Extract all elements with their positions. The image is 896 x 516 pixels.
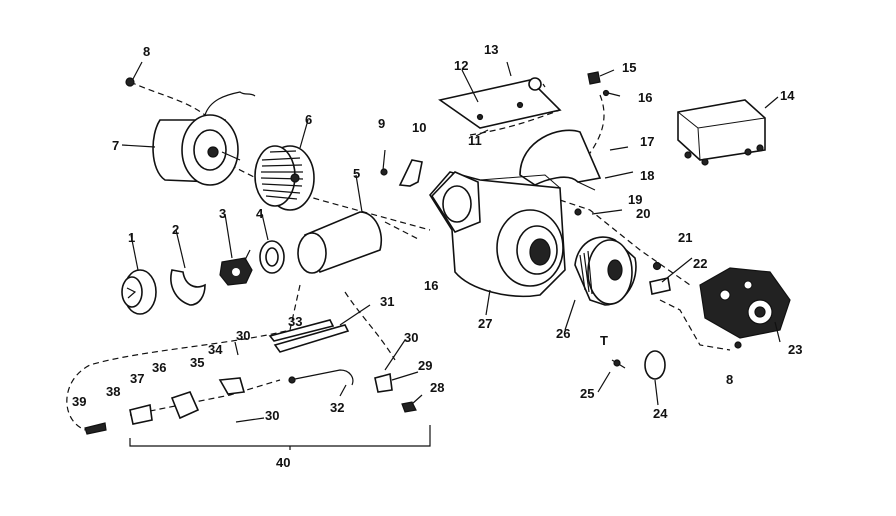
assembly-line-lower-left: [66, 284, 301, 431]
callout-3: 3: [219, 206, 226, 221]
part-31-electrode-rod: [273, 324, 350, 353]
callout-28: 28: [430, 380, 444, 395]
part-4-gasket: [259, 240, 285, 274]
part-19-screw: [574, 208, 582, 216]
callout-30: 30: [404, 330, 418, 345]
callout-14: 14: [780, 88, 795, 103]
part-21-screw: [652, 261, 662, 271]
assembly-line-pump: [659, 299, 731, 351]
part-18-cover: [519, 129, 602, 191]
part-15-fitting: [587, 71, 601, 85]
callout-8: 8: [726, 372, 733, 387]
part-26-cover: [574, 236, 637, 306]
callout-24: 24: [653, 406, 668, 421]
part-28-nozzle: [401, 401, 417, 413]
group-40-bracket: [129, 425, 431, 450]
callout-1: 1: [128, 230, 135, 245]
part-13-screw: [506, 61, 512, 77]
callout-18: 18: [640, 168, 654, 183]
part-20-screw: [591, 209, 623, 215]
part-6-blower-wheel: [254, 145, 315, 211]
callout-30: 30: [265, 408, 279, 423]
callout-33: 33: [288, 314, 302, 329]
part-35-clamp: [218, 377, 246, 395]
callout-T: T: [600, 333, 608, 348]
callout-35: 35: [190, 355, 204, 370]
callout-8: 8: [143, 44, 150, 59]
part-16-screw-top: [602, 89, 621, 97]
callout-31: 31: [380, 294, 394, 309]
callout-13: 13: [484, 42, 498, 57]
part-23-pump: [699, 267, 791, 339]
part-22-fitting: [649, 277, 671, 295]
callout-19: 19: [628, 192, 642, 207]
part-25-fitting: [611, 359, 626, 369]
part-32-nozzle-line: [288, 369, 354, 386]
part-24-plug: [644, 350, 666, 380]
assembly-line-plate: [469, 109, 561, 136]
assembly-line-screw-16: [384, 221, 421, 241]
part-12-plate: [438, 77, 562, 129]
part-11-screw: [475, 129, 489, 137]
part-9-screw: [380, 149, 388, 176]
part-10-bracket: [398, 159, 423, 187]
part-5-air-tube: [297, 211, 382, 274]
part-27-housing: [429, 171, 566, 298]
callout-7: 7: [112, 138, 119, 153]
part-36-head: [170, 391, 200, 420]
part-2-sleeve: [170, 269, 206, 306]
callout-9: 9: [378, 116, 385, 131]
part-33-electrode-rod: [268, 319, 335, 342]
callout-27: 27: [478, 316, 492, 331]
callout-21: 21: [678, 230, 692, 245]
callout-17: 17: [640, 134, 654, 149]
callout-30: 30: [236, 328, 250, 343]
callout-23: 23: [788, 342, 802, 357]
callout-20: 20: [636, 206, 650, 221]
assembly-line-lower-mid: [344, 291, 396, 361]
callout-29: 29: [418, 358, 432, 373]
part-8-screw-lower: [734, 341, 742, 349]
callout-6: 6: [305, 112, 312, 127]
part-3-flex-coupling: [219, 249, 253, 286]
callout-26: 26: [556, 326, 570, 341]
callout-37: 37: [130, 371, 144, 386]
leader-lines: [121, 69, 781, 423]
assembly-line-motor-top: [129, 81, 206, 116]
callout-11: 11: [468, 133, 482, 148]
callout-10: 10: [412, 120, 426, 135]
callout-34: 34: [208, 342, 223, 357]
callout-22: 22: [693, 256, 707, 271]
assembly-line-right: [559, 199, 691, 286]
callout-25: 25: [580, 386, 594, 401]
callout-40: 40: [276, 455, 290, 470]
callout-5: 5: [353, 166, 360, 181]
callout-12: 12: [454, 58, 468, 73]
callout-39: 39: [72, 394, 86, 409]
callout-2: 2: [172, 222, 179, 237]
part-17-screw: [609, 146, 629, 151]
part-39-screw: [84, 422, 107, 435]
callout-16: 16: [638, 90, 652, 105]
part-8-screw: [125, 61, 143, 87]
callout-4: 4: [256, 206, 264, 221]
part-1-coupling: [121, 269, 157, 315]
part-7-motor: [152, 91, 256, 186]
assembly-line-nozzle: [129, 379, 281, 416]
callout-38: 38: [106, 384, 120, 399]
callout-16: 16: [424, 278, 438, 293]
callout-15: 15: [622, 60, 636, 75]
callout-36: 36: [152, 360, 166, 375]
part-29-adapter: [374, 372, 393, 393]
part-38-fitting: [129, 404, 153, 425]
callout-32: 32: [330, 400, 344, 415]
part-14-transformer: [677, 99, 766, 166]
